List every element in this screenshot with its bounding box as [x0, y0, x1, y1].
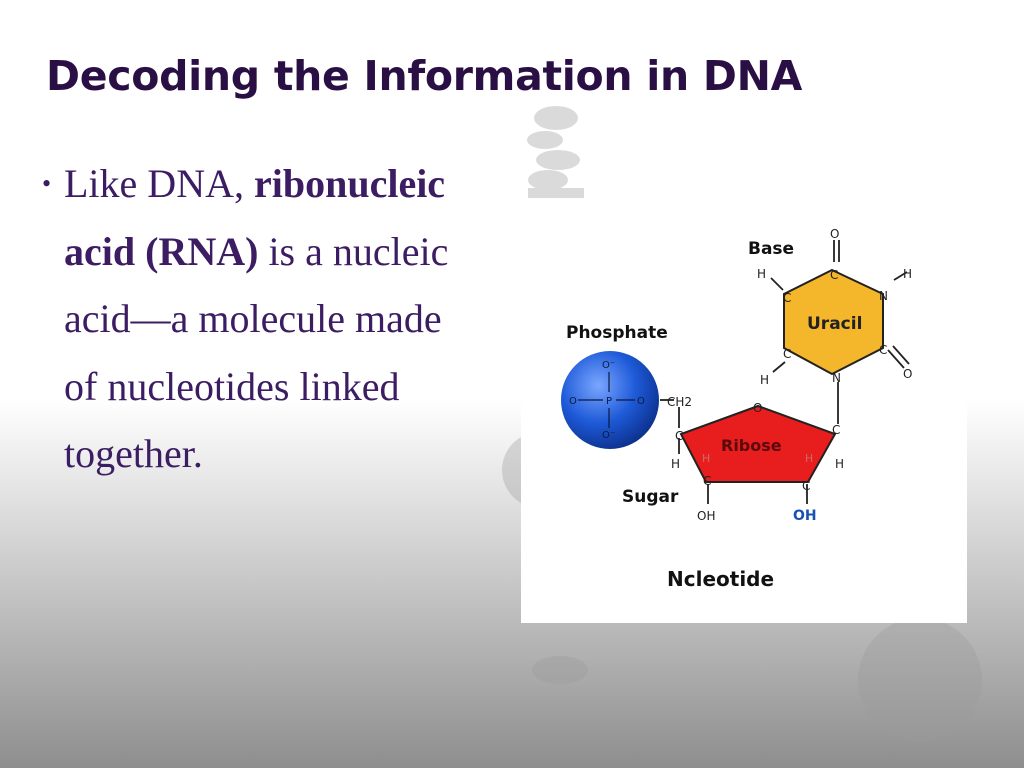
label-sugar: Sugar [622, 487, 679, 507]
atom-c-sugar-right: C [802, 479, 810, 493]
atom-h-ribose-left: H [671, 457, 680, 471]
bullet-term-close: ) [245, 228, 259, 274]
label-base: Base [748, 239, 794, 259]
phosphate-sphere [561, 351, 659, 449]
phosphate-atoms: O⁻ P O O O⁻ [569, 360, 645, 441]
bullet-text-rest: is a nucleic acid—a molecule made of nuc… [64, 228, 449, 477]
bullet-text-intro: Like DNA, [64, 161, 254, 206]
bond-lines [660, 240, 910, 504]
atom-h-ribose-right: H [835, 457, 844, 471]
atom-oh-right: OH [793, 508, 817, 524]
uracil-ring [783, 268, 884, 376]
nucleotide-diagram: Base Phosphate Uracil Ribose Sugar Ncleo… [521, 222, 967, 623]
label-phosphate: Phosphate [566, 323, 668, 343]
atom-labels: O C H C N H C O C H N O CH2 C H C H C C … [667, 227, 912, 523]
atom-c-ribose-right: C [832, 423, 840, 437]
atom-oh-left: OH [697, 509, 715, 523]
bullet-term-rna: RNA [158, 228, 246, 274]
atom-o-phos-left: O [569, 396, 577, 407]
atom-c-upleft: C [783, 291, 791, 305]
atom-n-bottom: N [832, 371, 841, 385]
ribose-ring [679, 404, 837, 483]
atom-h-inner-right: H [805, 452, 813, 465]
atom-c-lowleft: C [783, 347, 791, 361]
atom-n-upright: N [879, 289, 888, 303]
slide-title: Decoding the Information in DNA [46, 52, 803, 100]
bullet-dot: • [42, 169, 52, 198]
label-uracil: Uracil [807, 314, 862, 334]
label-caption: Ncleotide [667, 567, 774, 591]
label-ribose: Ribose [721, 436, 782, 455]
atom-o-top: O [830, 227, 839, 241]
bullet-item: Like DNA, ribonucleic acid (RNA) is a nu… [42, 150, 482, 488]
atom-p: P [606, 396, 612, 407]
nucleotide-svg: Base Phosphate Uracil Ribose Sugar Ncleo… [561, 227, 912, 591]
atom-h-upright: H [903, 267, 912, 281]
atom-c-sugar-left: C [703, 474, 711, 488]
atom-h-upleft: H [757, 267, 766, 281]
bullet-list: • Like DNA, ribonucleic acid (RNA) is a … [42, 150, 482, 488]
atom-c-ribose-left: C [675, 429, 683, 443]
ribose-inner-h: H H [702, 452, 813, 465]
atom-o-phos-top: O⁻ [602, 360, 615, 371]
bullet-term-open: ribonucleic acid ( [64, 161, 446, 274]
atom-o-right: O [903, 367, 912, 381]
atom-h-inner-left: H [702, 452, 710, 465]
atom-ch2: CH2 [667, 395, 692, 409]
phosphate-bonds [578, 372, 635, 428]
atom-o-ribose: O [753, 401, 762, 415]
atom-o-phos-right: O [637, 396, 645, 407]
atom-c-top: C [830, 268, 838, 282]
atom-c-right: C [879, 343, 887, 357]
atom-h-lowleft: H [760, 373, 769, 387]
atom-o-phos-bottom: O⁻ [602, 430, 615, 441]
